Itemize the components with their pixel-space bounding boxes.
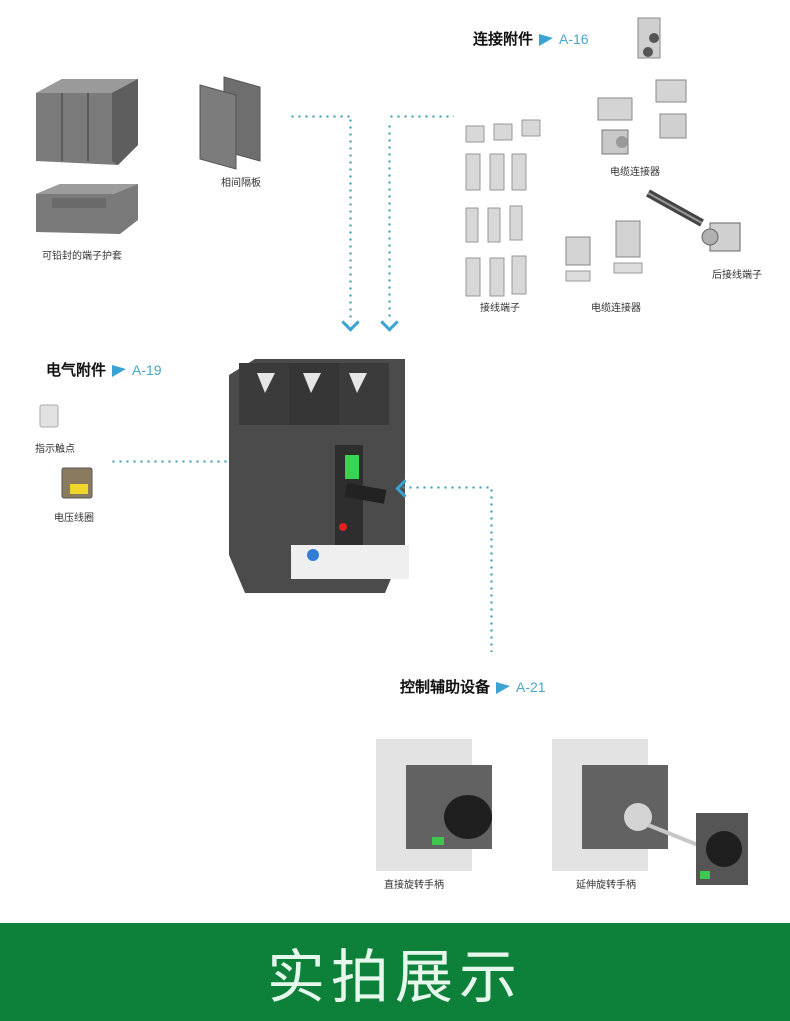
indicator-contact-image	[39, 404, 59, 428]
real-photo-banner: 实拍展示	[0, 923, 790, 1021]
connection-accessories-title: 连接附件 A-16	[473, 28, 589, 49]
arrow-down-icon	[380, 313, 399, 332]
section-title-text: 连接附件	[473, 30, 534, 48]
indicator-contact-caption: 指示触点	[35, 444, 75, 455]
phase-barrier-caption: 相间隔板	[221, 178, 261, 189]
electrical-accessories-title: 电气附件 A-19	[46, 359, 162, 380]
page-reference: A-19	[132, 361, 162, 378]
direct-rotary-handle-caption: 直接旋转手柄	[384, 880, 444, 891]
terminal-cover-image	[36, 79, 138, 165]
pointer-arrow-icon	[496, 679, 511, 694]
terminal-cover-caption: 可铅封的端子护套	[42, 251, 122, 262]
connector-line	[490, 487, 493, 652]
sealable-terminal-shield-image	[36, 184, 138, 234]
pointer-arrow-icon	[112, 362, 127, 377]
extended-rotary-handle-caption: 延伸旋转手柄	[576, 880, 636, 891]
rear-terminal-image	[646, 189, 741, 252]
section-title-text: 电气附件	[46, 361, 107, 379]
phase-barrier-image	[199, 76, 261, 170]
voltage-coil-caption: 电压线圈	[54, 513, 94, 524]
page-reference: A-16	[559, 30, 589, 47]
circuit-breaker-image	[229, 359, 409, 593]
cable-connector-top-caption: 电缆连接器	[610, 167, 660, 178]
rear-terminal-caption: 后接线端子	[712, 270, 762, 281]
terminal-lugs-caption: 接线端子	[480, 303, 520, 314]
connector-line	[388, 123, 391, 321]
direct-rotary-handle-image	[376, 739, 492, 871]
connector-line	[349, 117, 352, 321]
connector-line	[388, 115, 454, 118]
pointer-arrow-icon	[539, 31, 554, 46]
connector-line	[289, 115, 351, 118]
cable-connectors-bottom-image	[565, 220, 643, 282]
arrow-down-icon	[341, 313, 360, 332]
page-reference: A-21	[516, 678, 546, 695]
terminal-lugs-image	[465, 119, 541, 297]
voltage-coil-image	[61, 467, 93, 499]
extended-rotary-handle-image	[552, 739, 748, 885]
control-auxiliary-title: 控制辅助设备 A-21	[400, 676, 546, 697]
cable-connector-bottom-caption: 电缆连接器	[591, 303, 641, 314]
banner-title: 实拍展示	[266, 943, 523, 1011]
cable-connectors-top-image	[597, 17, 687, 155]
section-title-text: 控制辅助设备	[400, 678, 491, 696]
connector-line	[400, 486, 492, 489]
connector-line	[110, 460, 315, 463]
